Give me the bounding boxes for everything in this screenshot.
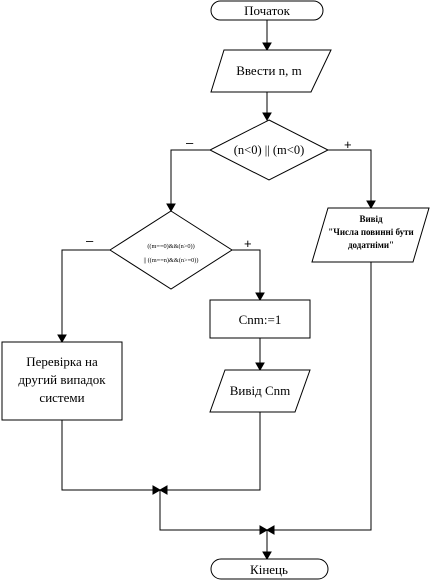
arrow-head xyxy=(262,112,272,122)
output-parallelogram-shape xyxy=(209,369,311,413)
error-output-line-3: додатніми" xyxy=(348,240,394,250)
end-terminator-shape xyxy=(210,558,329,580)
edge-cond1-yes xyxy=(328,149,372,202)
other-case-line-2: другий випадок xyxy=(18,372,106,387)
edge-other-merge xyxy=(61,420,154,491)
decision-1-no-sign: – xyxy=(186,135,194,150)
output-label: Вивід Cnm xyxy=(230,383,291,398)
arrow-head xyxy=(166,203,176,213)
decision-2-yes-sign: + xyxy=(244,236,252,251)
decision-2-line-2: || ((m==n)&&(n>=0)) xyxy=(143,257,198,264)
arrow-head xyxy=(152,485,162,495)
decision-2-node: ((m==0)&&(n>0)) || ((m==n)&&(n>=0)) xyxy=(109,210,233,290)
arrow-head xyxy=(255,362,265,372)
other-case-node: Перевірка на другий випадок системи xyxy=(1,341,123,421)
start-node: Початок xyxy=(210,0,324,21)
assign-process-shape xyxy=(209,299,311,339)
connectors xyxy=(57,20,376,561)
decision-1-node: (n<0) || (m<0) xyxy=(208,119,330,181)
end-label: Кінець xyxy=(250,562,288,577)
edge-output-merge xyxy=(166,412,261,491)
edge-error-final xyxy=(273,262,372,531)
start-label: Початок xyxy=(244,3,291,18)
arrow-head xyxy=(265,525,275,535)
decision-1-diamond-shape xyxy=(208,119,330,181)
error-output-line-1: Вивід xyxy=(359,214,383,224)
decision-1-yes-sign: + xyxy=(344,137,352,152)
arrow-head xyxy=(262,551,272,561)
assign-node: Cnm:=1 xyxy=(209,299,311,339)
arrow-head xyxy=(255,292,265,302)
arrow-head xyxy=(158,485,168,495)
arrow-head xyxy=(262,42,272,52)
output-node: Вивід Cnm xyxy=(209,369,311,413)
assign-label: Cnm:=1 xyxy=(239,312,282,327)
input-parallelogram-shape xyxy=(210,49,332,93)
error-output-line-2: "Числа повинні бути xyxy=(328,227,413,237)
arrow-head xyxy=(366,200,376,210)
edge-merge-final xyxy=(159,490,261,531)
edge-cond2-no xyxy=(61,249,110,336)
edge-cond1-no xyxy=(170,149,210,205)
input-label: Ввести n, m xyxy=(236,63,302,78)
other-case-process-shape xyxy=(1,341,123,421)
decision-2-diamond-shape xyxy=(109,210,233,290)
end-node: Кінець xyxy=(210,558,329,580)
decision-2-line-1: ((m==0)&&(n>0)) xyxy=(147,243,194,250)
arrow-head xyxy=(259,525,269,535)
start-terminator-shape xyxy=(210,0,324,21)
other-case-line-1: Перевірка на xyxy=(26,354,98,369)
error-output-parallelogram-shape xyxy=(311,207,430,263)
error-output-node: Вивід "Числа повинні бути додатніми" xyxy=(311,207,430,263)
other-case-line-3: системи xyxy=(39,390,84,405)
edge-cond2-yes xyxy=(232,249,261,294)
decision-2-no-sign: – xyxy=(86,233,94,248)
decision-1-label: (n<0) || (m<0) xyxy=(234,143,304,157)
input-node: Ввести n, m xyxy=(210,49,332,93)
arrow-head xyxy=(57,334,67,344)
